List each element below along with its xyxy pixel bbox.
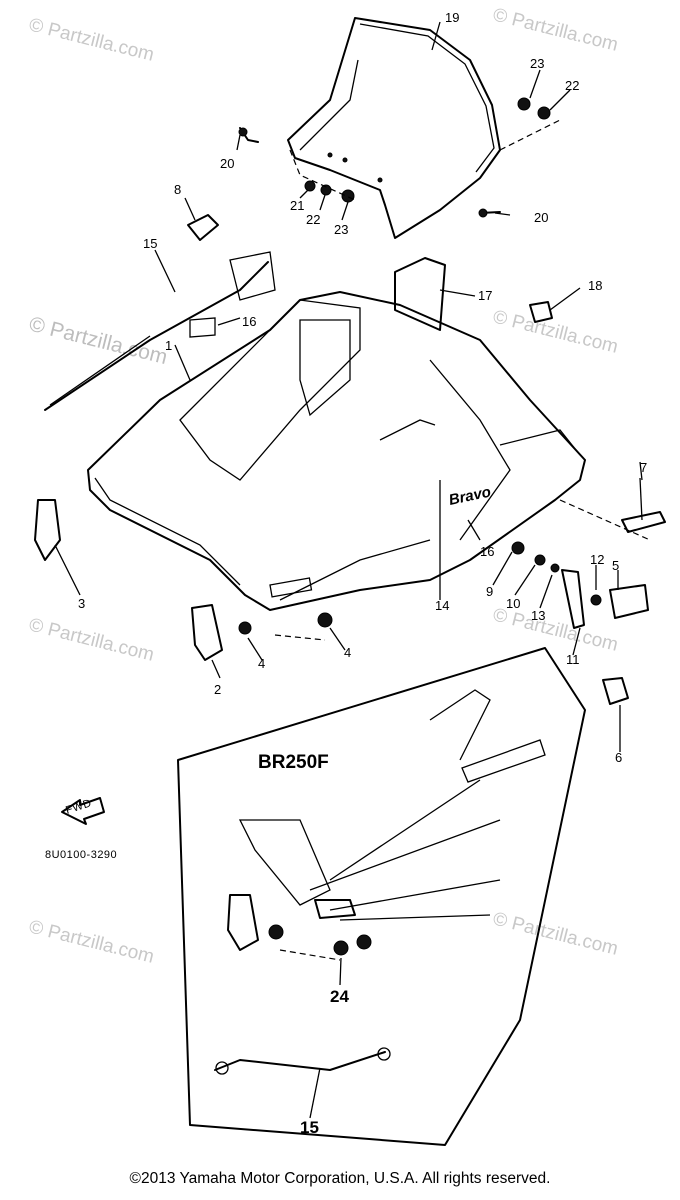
- forward-arrow: FWD 8U0100-3290: [45, 797, 117, 861]
- part-number-23: 23: [530, 56, 544, 71]
- part-number-7: 7: [640, 460, 647, 475]
- part-number-13: 13: [531, 608, 545, 623]
- seat-back: [394, 257, 446, 331]
- watermark-mid-right: © Partzilla.com: [491, 306, 620, 357]
- watermark-lower-right: © Partzilla.com: [491, 604, 620, 655]
- copyright-notice: ©2013 Yamaha Motor Corporation, U.S.A. A…: [129, 1170, 551, 1187]
- watermark-lower-left: © Partzilla.com: [27, 614, 156, 665]
- part-number-18: 18: [588, 278, 602, 293]
- windshield: [287, 17, 501, 239]
- hood: Bravo: [87, 291, 586, 611]
- part-number-16-decal: 16: [480, 544, 494, 559]
- part-number-2: 2: [214, 682, 221, 697]
- part-number-15: 15: [143, 236, 157, 251]
- hood-decals: [44, 251, 276, 411]
- br250f-inset: BR250F: [177, 647, 586, 1146]
- part-number-16: 16: [242, 314, 256, 329]
- watermark-top-right: © Partzilla.com: [491, 4, 620, 55]
- part-number-22: 22: [565, 78, 579, 93]
- part-number-12: 12: [590, 552, 604, 567]
- part-number-8: 8: [174, 182, 181, 197]
- part-number-14: 14: [435, 598, 449, 613]
- part-number-3: 3: [78, 596, 85, 611]
- diagram-code: 8U0100-3290: [45, 849, 117, 861]
- part-number-19: 19: [445, 10, 459, 25]
- watermark-top-left: © Partzilla.com: [27, 14, 156, 65]
- part-number-labels: 19 23 22 20 21 22 23 20 8 15 17 18 16 1 …: [78, 10, 647, 1137]
- part-number-20-right: 20: [534, 210, 548, 225]
- part-number-11: 11: [566, 652, 580, 667]
- part-number-15-inset: 15: [300, 1118, 319, 1137]
- part-number-24: 24: [330, 987, 349, 1006]
- part-number-23-lower: 23: [334, 222, 348, 237]
- part-number-4-left: 4: [258, 656, 265, 671]
- inset-variant-label: BR250F: [258, 752, 329, 773]
- watermark-bottom-left: © Partzilla.com: [27, 916, 156, 967]
- watermark-bottom-right: © Partzilla.com: [491, 908, 620, 959]
- part-number-17: 17: [478, 288, 492, 303]
- part-number-9: 9: [486, 584, 493, 599]
- brackets: [34, 214, 666, 705]
- part-number-10: 10: [506, 596, 520, 611]
- windshield-hardware: [238, 97, 561, 218]
- part-number-5: 5: [612, 558, 619, 573]
- watermarks: © Partzilla.com © Partzilla.com © Partzi…: [27, 4, 620, 967]
- part-number-4-right: 4: [344, 645, 351, 660]
- part-number-21: 21: [290, 198, 304, 213]
- leader-lines: [54, 21, 643, 1119]
- part-number-6: 6: [615, 750, 622, 765]
- fwd-label: FWD: [64, 797, 93, 817]
- part-number-20: 20: [220, 156, 234, 171]
- part-number-22-lower: 22: [306, 212, 320, 227]
- part-number-1: 1: [165, 338, 172, 353]
